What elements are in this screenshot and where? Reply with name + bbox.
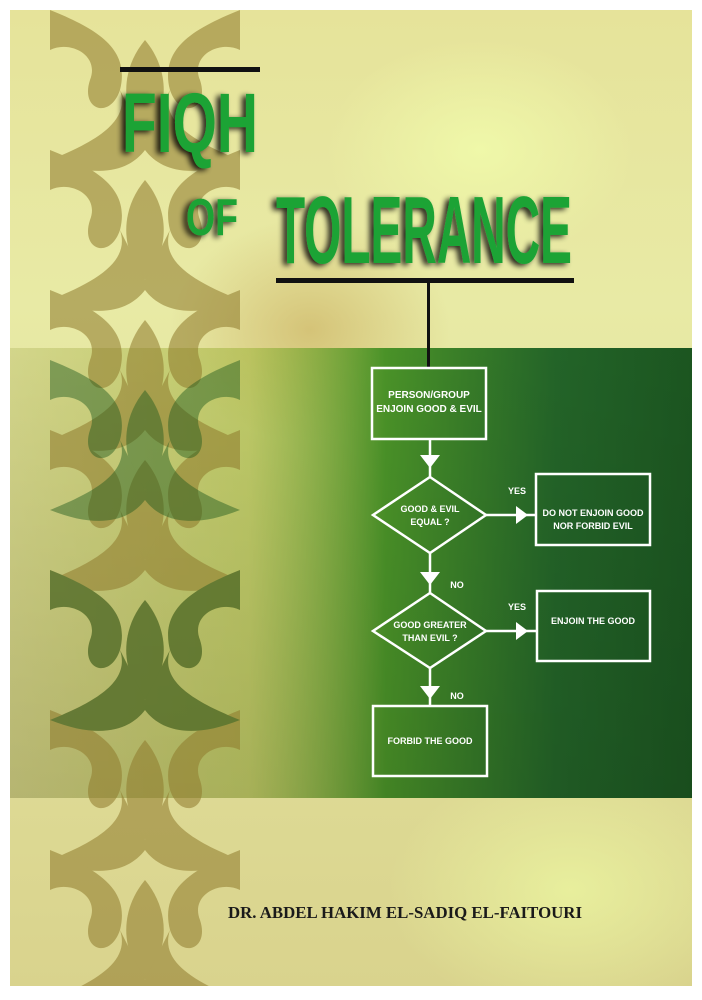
title-bar-bottom	[276, 278, 574, 283]
result-box-2	[535, 589, 652, 663]
decision-2-no: NO	[450, 691, 464, 701]
author-name: DR. ABDEL HAKIM EL-SADIQ EL-FAITOURI	[228, 903, 582, 922]
title-of: OF	[186, 189, 238, 247]
ornament-column	[50, 10, 240, 986]
connector-line	[427, 283, 430, 368]
result-box-1	[534, 472, 652, 547]
decision-1-no: NO	[450, 580, 464, 590]
result-3-label: FORBID THE GOOD	[388, 736, 473, 746]
title-tolerance: TOLERANCE	[276, 177, 572, 284]
decision-1-yes: YES	[508, 486, 526, 496]
title-bar-top	[120, 67, 260, 72]
result-2-label: ENJOIN THE GOOD	[551, 616, 636, 626]
title-fiqh: FIQH	[122, 76, 258, 170]
decision-2-yes: YES	[508, 602, 526, 612]
result-box-3	[371, 704, 489, 778]
arrowheads	[420, 455, 528, 699]
